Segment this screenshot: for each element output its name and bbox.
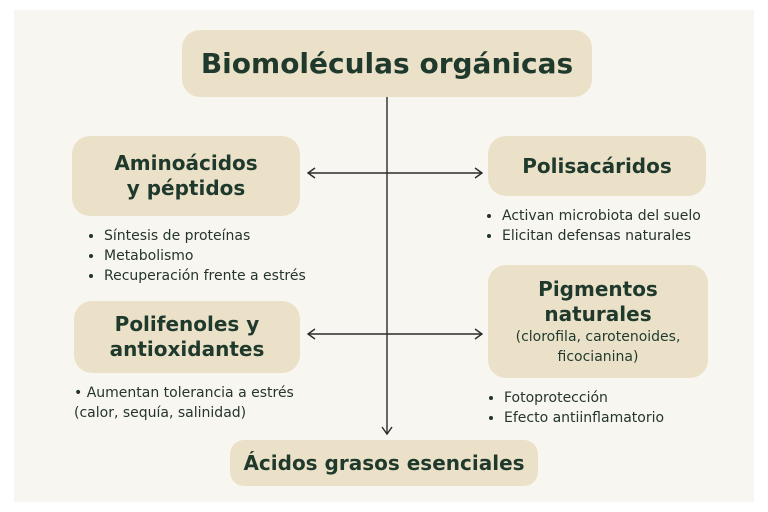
node-title: Polisacáridos <box>522 153 672 178</box>
node-title: Ácidos grasos esenciales <box>243 450 525 475</box>
arrow-right-icon <box>474 167 484 179</box>
node-aminoacidos: Aminoácidos y péptidos <box>72 136 300 216</box>
node-polifenoles: Polifenoles y antioxidantes <box>74 301 300 373</box>
list-item: Fotoprotección <box>504 388 664 408</box>
title-box: Biomoléculas orgánicas <box>182 30 592 97</box>
list-item: (calor, sequía, salinidad) <box>74 405 247 421</box>
node-title: antioxidantes <box>109 337 265 361</box>
aminoacidos-bullets: Síntesis de proteínas Metabolismo Recupe… <box>88 226 306 286</box>
list-item: Metabolismo <box>104 246 306 266</box>
list-item-text: Aumentan tolerancia a estrés <box>86 385 294 401</box>
list-item: Recuperación frente a estrés <box>104 266 306 286</box>
list-item: Síntesis de proteínas <box>104 226 306 246</box>
list-item: Activan microbiota del suelo <box>502 206 701 226</box>
node-title: Pigmentos <box>538 276 658 301</box>
list-item: Efecto antiinflamatorio <box>504 408 664 428</box>
polifenoles-bullets: • Aumentan tolerancia a estrés (calor, s… <box>74 383 294 423</box>
node-title: Aminoácidos <box>114 151 258 175</box>
node-polisacaridos: Polisacáridos <box>488 136 706 196</box>
node-pigmentos: Pigmentos naturales (clorofila, caroteno… <box>488 265 708 378</box>
node-title: naturales <box>544 301 652 326</box>
node-title: Polifenoles y <box>114 312 260 336</box>
arrow-left-icon <box>306 167 316 179</box>
node-title: y péptidos <box>126 176 246 200</box>
polisacaridos-bullets: Activan microbiota del suelo Elicitan de… <box>486 206 701 246</box>
list-item: • Aumentan tolerancia a estrés <box>74 385 294 401</box>
list-item: Elicitan defensas naturales <box>502 226 701 246</box>
arrow-down-icon <box>381 426 393 436</box>
arrow-right-icon <box>474 328 484 340</box>
diagram-title: Biomoléculas orgánicas <box>200 46 574 80</box>
node-subtitle: (clorofila, carotenoides, <box>515 328 681 345</box>
pigmentos-bullets: Fotoprotección Efecto antiinflamatorio <box>488 388 664 428</box>
node-acidos: Ácidos grasos esenciales <box>230 440 538 486</box>
node-subtitle: ficocianina) <box>557 348 639 365</box>
arrow-left-icon <box>306 328 316 340</box>
